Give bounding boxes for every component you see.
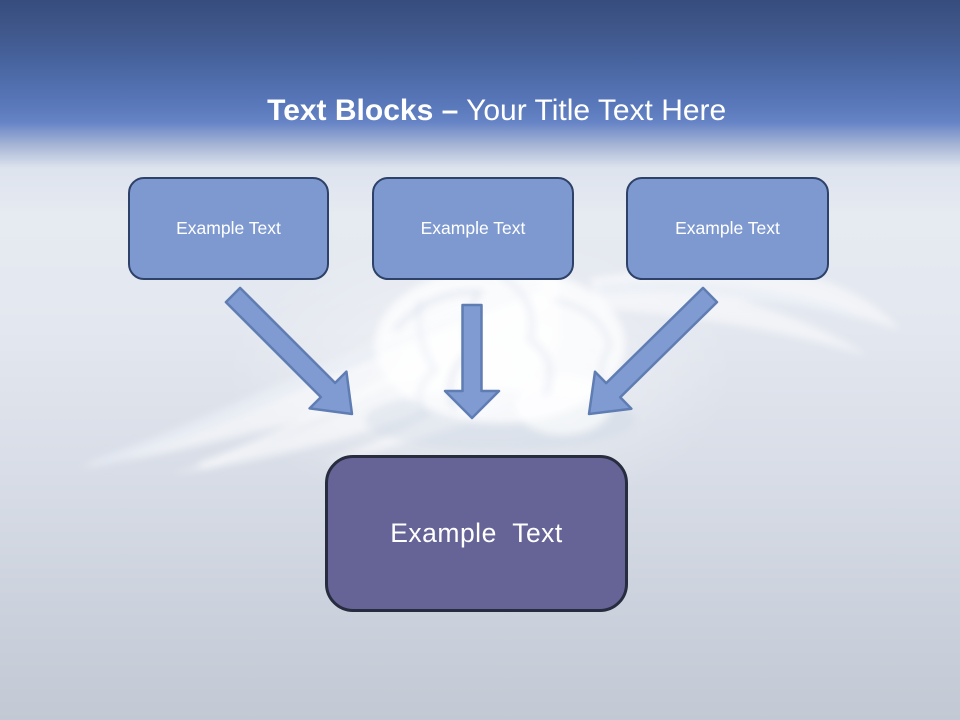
text-block-3-label: Example Text: [675, 218, 780, 238]
result-block-label: Example Text: [390, 518, 563, 548]
result-block[interactable]: Example Text: [325, 455, 628, 612]
title-bold-segment: Text Blocks –: [267, 94, 459, 127]
slide-title[interactable]: Text Blocks – Your Title Text Here: [0, 54, 960, 168]
right-wing-shape: [590, 266, 900, 356]
arrow-down-icon[interactable]: [443, 303, 501, 420]
text-block-3[interactable]: Example Text: [626, 177, 829, 280]
text-block-1[interactable]: Example Text: [128, 177, 329, 280]
arrow-down-left-icon[interactable]: [587, 286, 719, 416]
brain-shape: [375, 267, 625, 423]
text-block-1-label: Example Text: [176, 218, 281, 238]
title-regular-segment: Your Title Text Here: [458, 94, 727, 127]
arrow-down-right-icon[interactable]: [224, 286, 354, 416]
text-block-2[interactable]: Example Text: [372, 177, 574, 280]
text-block-2-label: Example Text: [420, 218, 526, 238]
